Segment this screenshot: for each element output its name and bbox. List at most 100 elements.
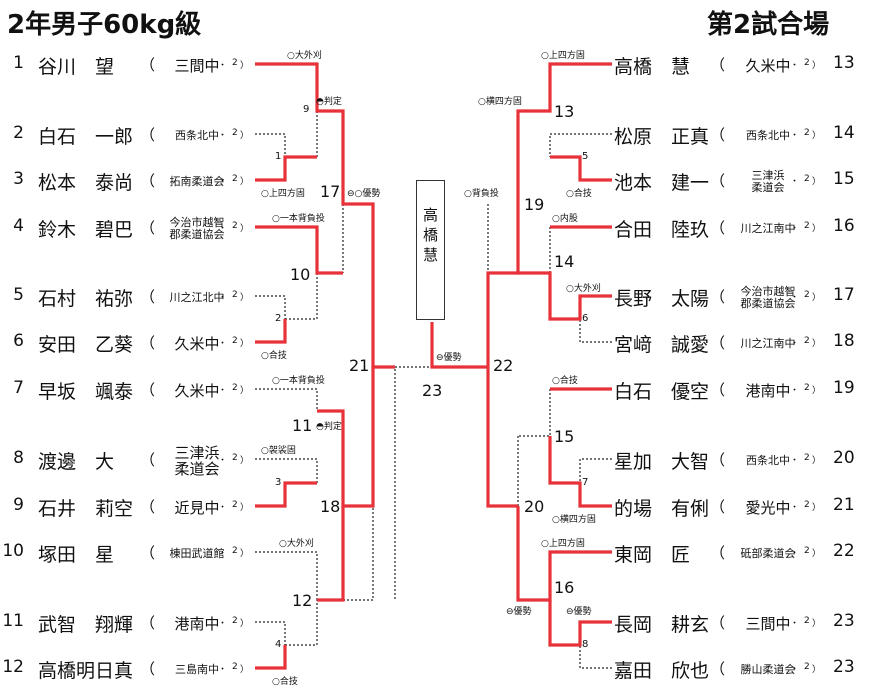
technique-text: 優勢 [443, 353, 462, 363]
seed-number: 23 [833, 657, 855, 677]
school-name: 港南中 [174, 615, 220, 633]
school-name: 三津浜 [751, 169, 785, 182]
grade-dot: ・ [218, 503, 228, 513]
grade-number: 2 [232, 221, 238, 231]
champion-char: 高 [422, 206, 438, 224]
line-win-7 [317, 367, 375, 508]
match-number: 18 [320, 497, 341, 516]
seed-number: 21 [833, 495, 855, 515]
paren-open: （ [710, 451, 726, 469]
seed-number: 18 [833, 331, 855, 351]
grade-number: 2 [804, 383, 810, 393]
paren-close: ） [812, 549, 822, 559]
school-name: 今治市越智 [169, 216, 225, 229]
school-name: 三間中 [745, 615, 791, 633]
paren-open: （ [710, 334, 726, 352]
grade-number: 2 [804, 58, 810, 68]
player-name: 星加 大智 [614, 451, 710, 473]
match-number: 20 [524, 497, 545, 516]
paren-open: （ [710, 381, 726, 399]
grade-dot: ・ [218, 386, 228, 396]
technique-label: ○大外刈 [279, 539, 314, 549]
seed-number: 12 [2, 657, 24, 677]
technique-label: ○大外刈 [566, 284, 601, 294]
grade-dot: ・ [218, 339, 228, 349]
paren-open: （ [140, 498, 156, 516]
match-number: 3 [275, 477, 282, 488]
grade-dot: ・ [218, 665, 228, 675]
school-name: 三津浜 [174, 444, 220, 462]
paren-open: （ [710, 219, 726, 237]
grade-dot: ・ [790, 177, 800, 187]
player-name: 松本 泰尚 [38, 172, 134, 194]
paren-open: （ [140, 334, 156, 352]
school-name: 西条北中 [746, 454, 790, 467]
line-win-final [430, 322, 488, 369]
technique-label: ⊖優勢 [506, 604, 532, 617]
line-win-1 [255, 62, 395, 369]
line-win-21 [548, 436, 612, 508]
technique-label: ○大外刈 [287, 51, 322, 61]
line-win-10 [317, 506, 345, 602]
half-circle-icon: ⊖ [566, 607, 574, 617]
technique-label: ○合技 [552, 376, 578, 386]
player-name: 長野 太陽 [614, 288, 710, 310]
match-number: 19 [524, 195, 545, 214]
player-name: 武智 翔輝 [38, 614, 134, 636]
school-name: 川之江南中 [740, 222, 796, 235]
line-win-3 [255, 155, 317, 182]
technique-text: 優勢 [573, 607, 592, 617]
grade-number: 2 [232, 174, 238, 184]
paren-open: （ [140, 126, 156, 144]
seed-number: 3 [13, 169, 24, 189]
technique-label: ◓判定 [316, 419, 342, 432]
line-win-13 [486, 62, 612, 367]
school-name: 久米中 [745, 57, 791, 75]
grade-dot: ・ [790, 386, 800, 396]
paren-close: ） [812, 224, 822, 234]
paren-open: （ [140, 288, 156, 306]
technique-label: ○横四方固 [552, 515, 596, 525]
paren-open: （ [140, 660, 156, 678]
technique-label: ○上四方固 [261, 189, 305, 199]
grade-number: 2 [804, 616, 810, 626]
line-lose-m10 [285, 273, 318, 320]
seed-number: 22 [833, 541, 855, 561]
grade-dot: ・ [790, 503, 800, 513]
school-name: 西条北中 [175, 129, 219, 142]
paren-open: （ [140, 614, 156, 632]
player-name: 早坂 颯泰 [38, 381, 134, 403]
grade-number: 2 [232, 336, 238, 346]
line-lose-r20 [579, 458, 612, 483]
paren-close: ） [812, 293, 822, 303]
grade-dot: ・ [790, 665, 800, 675]
grade-dot: ・ [790, 456, 800, 466]
technique-label: ○背負投 [464, 189, 499, 199]
grade-number: 2 [232, 546, 238, 556]
technique-label: ○合技 [566, 189, 592, 199]
half-circle-icon: ⊖ [436, 353, 444, 363]
player-name: 塚田 星 [38, 544, 115, 566]
line-lose-4 [255, 295, 286, 319]
line-lose-m21 [373, 366, 396, 600]
match-number: 5 [582, 151, 589, 162]
half-circle-icon: ⊖ [347, 189, 355, 199]
school-name: 砥部柔道会 [740, 547, 796, 560]
grade-number: 2 [232, 500, 238, 510]
grade-dot: ・ [218, 549, 228, 559]
paren-close: ） [812, 665, 822, 675]
paren-close: ） [240, 224, 250, 234]
seed-number: 8 [13, 448, 24, 468]
paren-open: （ [710, 498, 726, 516]
grade-number: 2 [804, 662, 810, 672]
paren-open: （ [710, 126, 726, 144]
technique-label: ○上四方固 [541, 51, 585, 61]
paren-close: ） [812, 456, 822, 466]
player-name: 池本 建一 [614, 172, 710, 194]
line-win-12 [255, 645, 287, 670]
match-number: 12 [292, 591, 313, 610]
technique-text: 判定 [323, 97, 342, 107]
paren-open: （ [140, 381, 156, 399]
grade-number: 2 [804, 500, 810, 510]
paren-open: （ [710, 288, 726, 306]
